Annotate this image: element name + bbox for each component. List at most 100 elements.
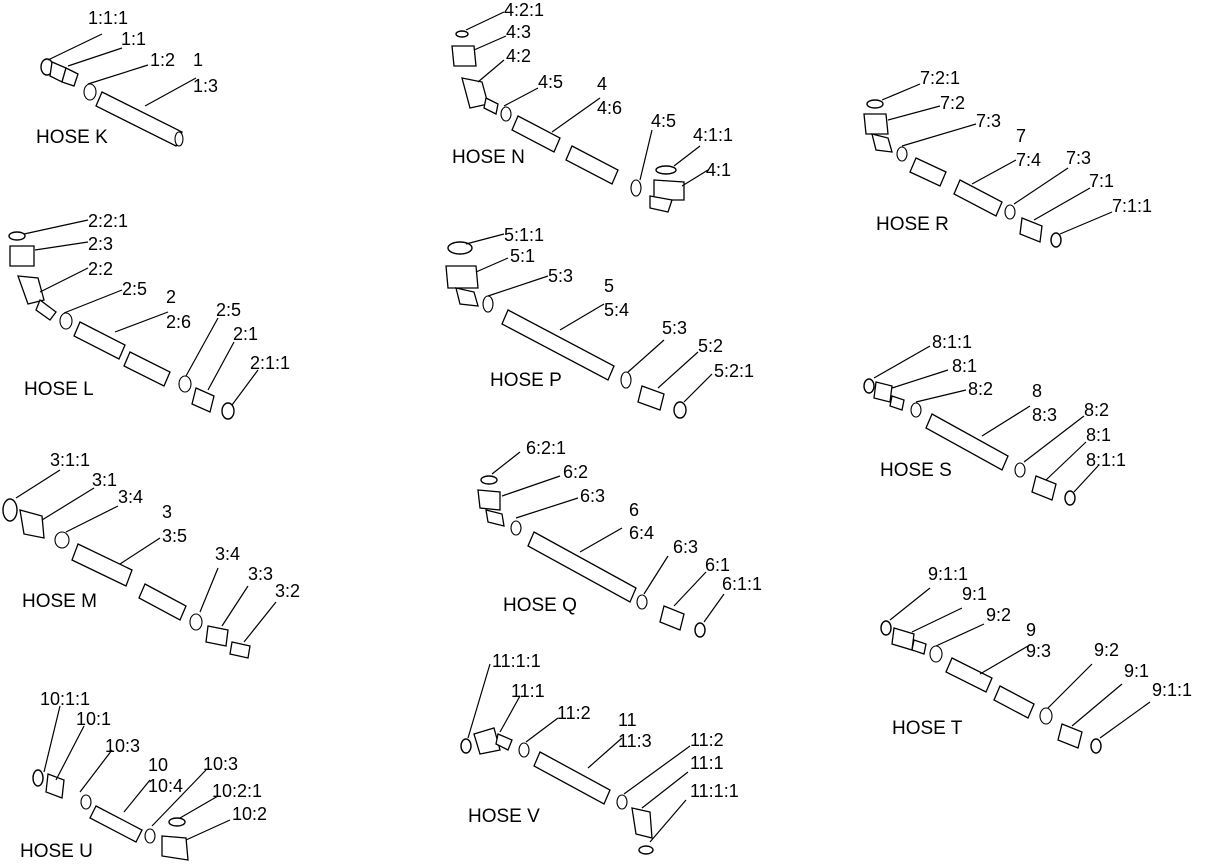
hose-segment (89, 805, 143, 843)
hose-segment (501, 309, 615, 381)
hose-clamp (510, 520, 522, 536)
callout: 6:3 (580, 486, 605, 506)
hose-clamp (80, 794, 92, 810)
hose-title: HOSE P (490, 370, 562, 391)
o-ring (221, 402, 235, 420)
callout: 3:4 (215, 544, 240, 564)
callout: 9:1 (1124, 661, 1149, 681)
hose-clamp (1039, 707, 1053, 725)
fitting (495, 733, 513, 751)
callout: 6:2:1 (526, 438, 566, 458)
hose-p-group: HOSE P 5:1:1 5:1 5:3 5 5:4 5:3 5:2 5:2:1 (445, 225, 754, 419)
hose-clamp (518, 742, 530, 758)
o-ring (673, 401, 687, 419)
callout: 11 (618, 710, 637, 730)
hose-clamp (929, 645, 943, 663)
callout: 10:2:1 (212, 781, 262, 801)
callout: 5:3 (662, 318, 687, 338)
elbow-fitting (485, 509, 505, 527)
hose-segment (527, 531, 637, 603)
callout: 4:1 (706, 160, 731, 180)
callout: 6:2 (563, 462, 588, 482)
o-ring (866, 99, 884, 109)
o-ring (447, 241, 473, 255)
elbow-fitting (871, 133, 893, 153)
callout: 6:4 (629, 523, 654, 543)
o-ring (32, 769, 44, 787)
callout: 11:1:1 (492, 651, 541, 671)
hose-clamp (178, 375, 192, 393)
callout: 9:1:1 (1152, 680, 1192, 700)
hose-title: HOSE L (24, 379, 94, 400)
callout: 11:2 (690, 730, 724, 750)
callout: 1:1 (121, 29, 146, 49)
hose-n-group: HOSE N 4:2:1 4:3 4:2 4:5 4 4:6 4:5 4:1:1… (451, 0, 733, 213)
elbow-fitting (649, 195, 673, 213)
hose-segment (993, 685, 1035, 719)
fitting (19, 509, 45, 539)
hose-title: HOSE U (20, 841, 93, 862)
callout: 5:3 (548, 266, 573, 286)
callout: 10:1:1 (40, 689, 90, 709)
o-ring (168, 817, 186, 827)
fitting (483, 97, 499, 115)
elbow-fitting (473, 727, 501, 755)
hose-clamp (482, 295, 494, 313)
callout: 6 (629, 500, 639, 520)
hex-nut (205, 625, 229, 647)
hose-segment (565, 145, 619, 185)
callout: 6:3 (673, 537, 698, 557)
callout: 1:2 (150, 50, 175, 70)
hose-v-group: HOSE V 11:1:1 11:1 11:2 11 11:3 11:2 11:… (460, 651, 739, 855)
elbow-fitting (461, 77, 489, 109)
callout: 4:3 (506, 22, 531, 42)
callout: 3:2 (275, 581, 300, 601)
callout: 11:1 (690, 753, 724, 773)
callout: 2:5 (122, 279, 147, 299)
callout: 3:4 (118, 487, 143, 507)
callout: 10:2 (232, 804, 267, 824)
callout: 2:6 (166, 312, 191, 332)
callout: 3 (162, 502, 172, 522)
hose-segment (511, 115, 561, 153)
hose-clamp (630, 179, 642, 197)
o-ring (8, 231, 26, 241)
hose-end (174, 131, 184, 147)
callout: 10:1 (76, 709, 111, 729)
fitting (45, 773, 65, 799)
hose-t-group: HOSE T 9:1:1 9:1 9:2 9 9:3 9:2 9:1 9:1:1 (880, 564, 1192, 754)
o-ring (2, 498, 18, 522)
callout: 8:1 (1086, 425, 1111, 445)
swivel-nut (9, 245, 35, 267)
callout: 9:1:1 (928, 564, 968, 584)
hose-clamp (910, 402, 922, 418)
o-ring (694, 622, 706, 638)
hose-segment (533, 751, 611, 805)
o-ring (863, 378, 875, 394)
hose-clamp (636, 594, 648, 610)
callout: 10 (148, 755, 168, 775)
hose-clamp (616, 794, 628, 810)
hose-title: HOSE V (468, 806, 540, 827)
callout: 1:3 (193, 76, 218, 96)
callout: 7:3 (1066, 148, 1091, 168)
callout: 7:1 (1089, 171, 1114, 191)
fitting (891, 627, 915, 651)
callout: 9:2 (986, 605, 1011, 625)
hose-s-group: HOSE S 8:1:1 8:1 8:2 8 8:3 8:2 8:1 8:1:1 (863, 332, 1126, 506)
hose-segment (945, 657, 993, 693)
callout: 2:1:1 (250, 353, 290, 373)
hose-segment (73, 321, 126, 360)
callout: 8 (1032, 381, 1042, 401)
o-ring (880, 620, 892, 636)
callout: 1 (193, 50, 203, 70)
callout: 11:1:1 (690, 781, 739, 801)
callout: 6:1:1 (722, 574, 762, 594)
o-ring (455, 30, 469, 38)
callout: 9 (1026, 620, 1036, 640)
callout: 4:5 (651, 111, 676, 131)
callout: 7:1:1 (1112, 196, 1152, 216)
fitting (1019, 217, 1043, 243)
callout: 2:2 (88, 259, 113, 279)
callout: 11:3 (618, 731, 652, 751)
